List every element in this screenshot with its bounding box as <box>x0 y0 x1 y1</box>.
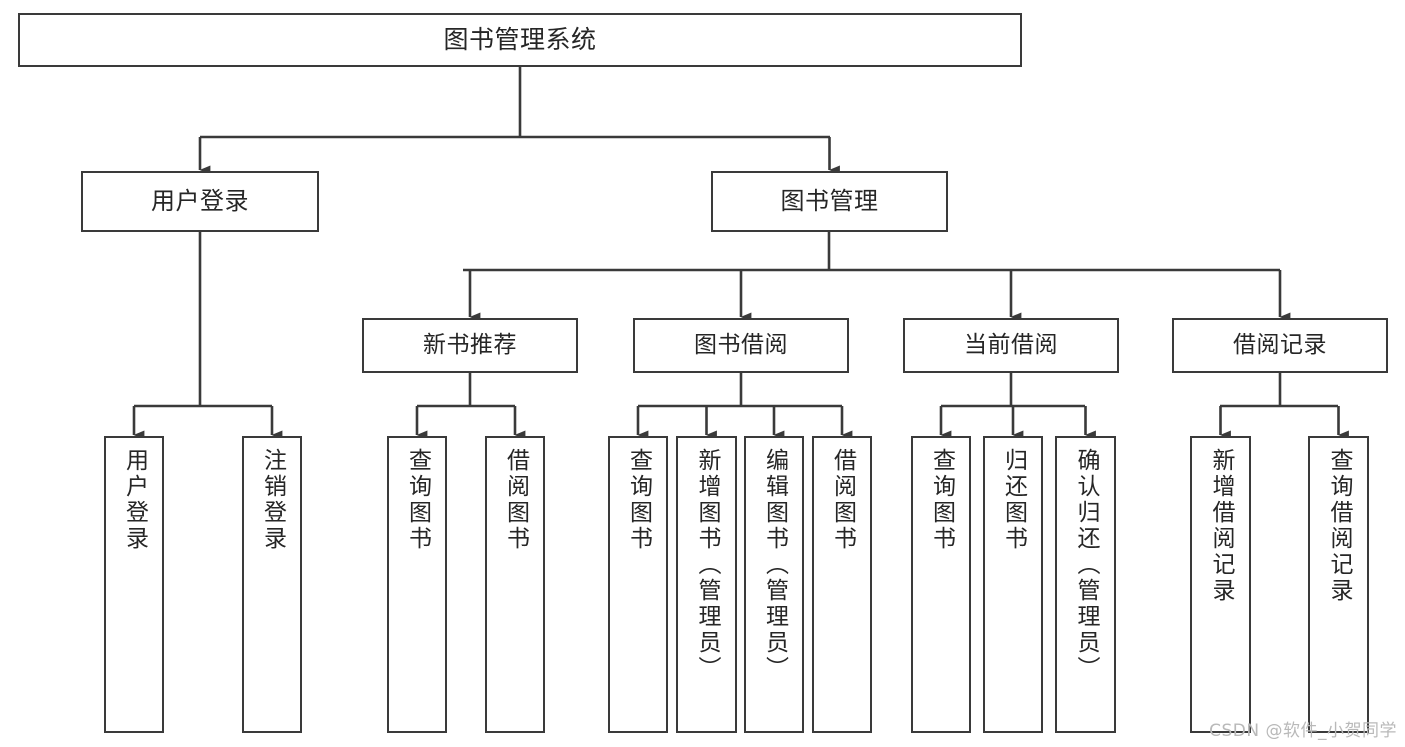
node-label: 确认归还（管理员） <box>1073 448 1099 682</box>
node-label: 用户登录 <box>121 448 148 552</box>
leaf-borrow-book[interactable]: 借阅图书 <box>812 436 872 733</box>
node-label: 查询借阅记录 <box>1326 448 1352 604</box>
node-user-login[interactable]: 用户登录 <box>81 171 319 232</box>
node-borrow-records[interactable]: 借阅记录 <box>1172 318 1388 373</box>
node-label: 当前借阅 <box>964 331 1058 358</box>
node-label: 新书推荐 <box>423 331 517 358</box>
leaf-query-book-recommend[interactable]: 查询图书 <box>387 436 447 733</box>
node-label: 借阅记录 <box>1233 331 1327 358</box>
leaf-user-login[interactable]: 用户登录 <box>104 436 164 733</box>
node-label: 注销登录 <box>259 448 286 552</box>
node-label: 用户登录 <box>151 187 249 216</box>
node-label: 归还图书 <box>1000 448 1027 552</box>
node-book-borrow[interactable]: 图书借阅 <box>633 318 849 373</box>
node-label: 图书管理 <box>780 187 879 216</box>
leaf-confirm-return[interactable]: 确认归还（管理员） <box>1055 436 1116 733</box>
node-book-management[interactable]: 图书管理 <box>711 171 948 232</box>
node-current-borrow[interactable]: 当前借阅 <box>903 318 1119 373</box>
leaf-query-book-borrow[interactable]: 查询图书 <box>608 436 668 733</box>
node-label: 图书管理系统 <box>443 25 597 55</box>
leaf-edit-book[interactable]: 编辑图书（管理员） <box>744 436 804 733</box>
node-label: 查询图书 <box>404 448 431 552</box>
node-label: 借阅图书 <box>502 448 529 552</box>
node-label: 新增图书（管理员） <box>694 448 720 682</box>
node-root-system[interactable]: 图书管理系统 <box>18 13 1022 67</box>
leaf-borrow-book-recommend[interactable]: 借阅图书 <box>485 436 545 733</box>
node-label: 编辑图书（管理员） <box>761 448 788 682</box>
leaf-add-borrow-record[interactable]: 新增借阅记录 <box>1190 436 1251 733</box>
node-label: 图书借阅 <box>694 331 788 358</box>
leaf-add-book[interactable]: 新增图书（管理员） <box>676 436 737 733</box>
node-label: 新增借阅记录 <box>1208 448 1234 604</box>
leaf-logout[interactable]: 注销登录 <box>242 436 302 733</box>
node-label: 查询图书 <box>928 448 955 552</box>
leaf-return-book[interactable]: 归还图书 <box>983 436 1043 733</box>
node-label: 借阅图书 <box>829 448 856 552</box>
node-new-book-recommend[interactable]: 新书推荐 <box>362 318 578 373</box>
node-label: 查询图书 <box>625 448 652 552</box>
watermark-text: CSDN @软件_小贺同学 <box>1209 721 1397 741</box>
leaf-query-borrow-record[interactable]: 查询借阅记录 <box>1308 436 1369 733</box>
leaf-query-book-current[interactable]: 查询图书 <box>911 436 971 733</box>
